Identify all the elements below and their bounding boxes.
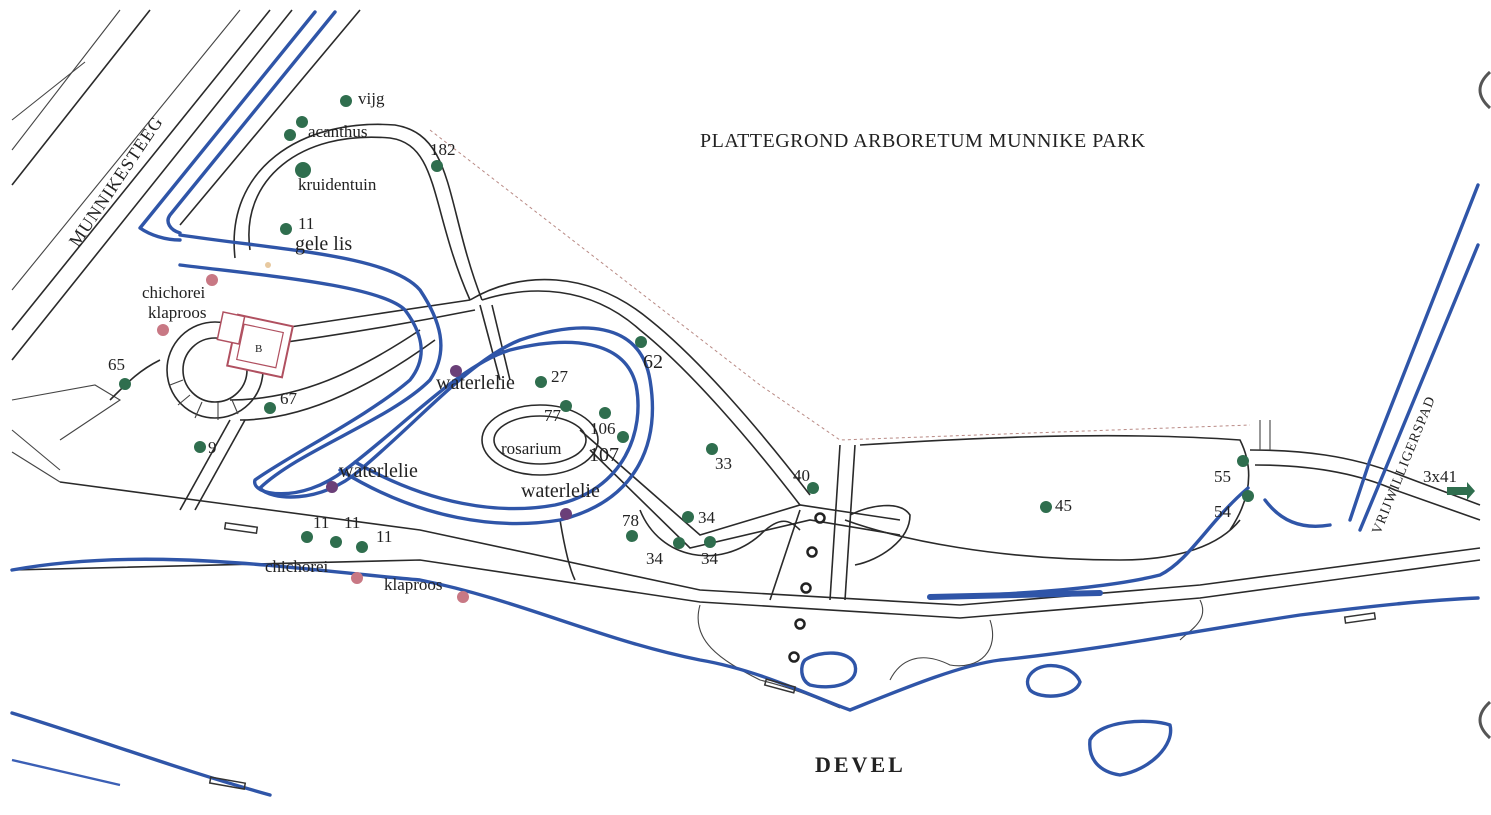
street-vrijwilligerspad: VRIJWILLIGERSPAD [1370, 394, 1439, 537]
waterplant-marker [450, 365, 462, 377]
label-9: 9 [208, 438, 217, 457]
label-62: 62 [643, 351, 663, 373]
tree-marker [1242, 490, 1254, 502]
tree-marker [635, 336, 647, 348]
flower-markers [157, 262, 469, 603]
flower-marker [457, 591, 469, 603]
tree-marker [296, 116, 308, 128]
bollard [788, 651, 800, 663]
waterplant-markers [326, 365, 572, 520]
tree-marker [626, 530, 638, 542]
building [216, 311, 294, 379]
tree-marker [119, 378, 131, 390]
label-34-c: 34 [701, 549, 719, 568]
label-3x41: 3x41 [1423, 467, 1457, 486]
tree-marker [673, 537, 685, 549]
label-11-c: 11 [376, 527, 392, 546]
tree-marker [301, 531, 313, 543]
waterplant-marker [326, 481, 338, 493]
label-40: 40 [793, 466, 810, 485]
label-55: 55 [1214, 467, 1231, 486]
east-exit-arrow [1447, 482, 1475, 500]
tree-marker [194, 441, 206, 453]
label-acanthus: acanthus [308, 122, 367, 141]
label-gele-lis: gele lis [295, 233, 352, 255]
label-klaproos-top: klaproos [148, 303, 207, 322]
tree-marker [704, 536, 716, 548]
map-title: PLATTEGROND ARBORETUM MUNNIKE PARK [700, 130, 1146, 152]
label-182: 182 [430, 140, 456, 159]
tree-marker [560, 400, 572, 412]
label-11-b: 11 [344, 513, 360, 532]
flower-marker [157, 324, 169, 336]
label-chichorei-top: chichorei [142, 283, 206, 302]
label-11-top: 11 [298, 214, 314, 233]
label-106: 106 [590, 419, 616, 438]
label-107: 107 [589, 444, 619, 466]
bridges [208, 521, 1377, 790]
tree-marker [682, 511, 694, 523]
label-78: 78 [622, 511, 639, 530]
tree-marker [1237, 455, 1249, 467]
tree-marker [599, 407, 611, 419]
bollards [788, 512, 826, 663]
tree-marker [706, 443, 718, 455]
flower-marker [351, 572, 363, 584]
tree-marker [340, 95, 352, 107]
label-65: 65 [108, 355, 125, 374]
tree-marker [264, 402, 276, 414]
label-45: 45 [1055, 496, 1072, 515]
label-waterlelie-3: waterlelie [521, 480, 600, 502]
munnikesteeg-road [11, 9, 361, 471]
label-waterlelie-1: waterlelie [436, 372, 515, 394]
label-33: 33 [715, 454, 732, 473]
tree-marker [280, 223, 292, 235]
label-77: 77 [544, 406, 562, 425]
flower-marker [265, 262, 271, 268]
tree-marker [295, 162, 311, 178]
waterplant-marker [560, 508, 572, 520]
label-34-b: 34 [646, 549, 664, 568]
label-67: 67 [280, 389, 298, 408]
label-kruidentuin: kruidentuin [298, 175, 377, 194]
label-vijg: vijg [358, 89, 385, 108]
tree-marker [807, 482, 819, 494]
tree-markers [119, 95, 1254, 553]
river-name: DEVEL [815, 752, 906, 777]
rosarium-oval [481, 404, 599, 476]
tree-marker [617, 431, 629, 443]
building-label: B [255, 343, 262, 355]
label-34-a: 34 [698, 508, 716, 527]
label-rosarium: rosarium [501, 439, 561, 458]
tree-marker [330, 536, 342, 548]
tree-marker [1040, 501, 1052, 513]
tree-marker [356, 541, 368, 553]
label-waterlelie-2: waterlelie [339, 460, 418, 482]
bollard [794, 618, 806, 630]
label-27: 27 [551, 367, 569, 386]
flower-marker [206, 274, 218, 286]
binder-hole-bottom [1478, 700, 1491, 740]
label-54: 54 [1214, 502, 1232, 521]
water-features [10, 10, 1480, 797]
label-chichorei-bottom: chichorei [265, 557, 329, 576]
tree-marker [284, 129, 296, 141]
property-boundary [429, 129, 1251, 441]
label-klaproos-bottom: klaproos [384, 575, 443, 594]
label-11-a: 11 [313, 513, 329, 532]
tree-marker [535, 376, 547, 388]
bollard [806, 546, 818, 558]
tree-marker [431, 160, 443, 172]
bollard [814, 512, 826, 524]
binder-hole-top [1478, 70, 1491, 110]
bollard [800, 582, 812, 594]
